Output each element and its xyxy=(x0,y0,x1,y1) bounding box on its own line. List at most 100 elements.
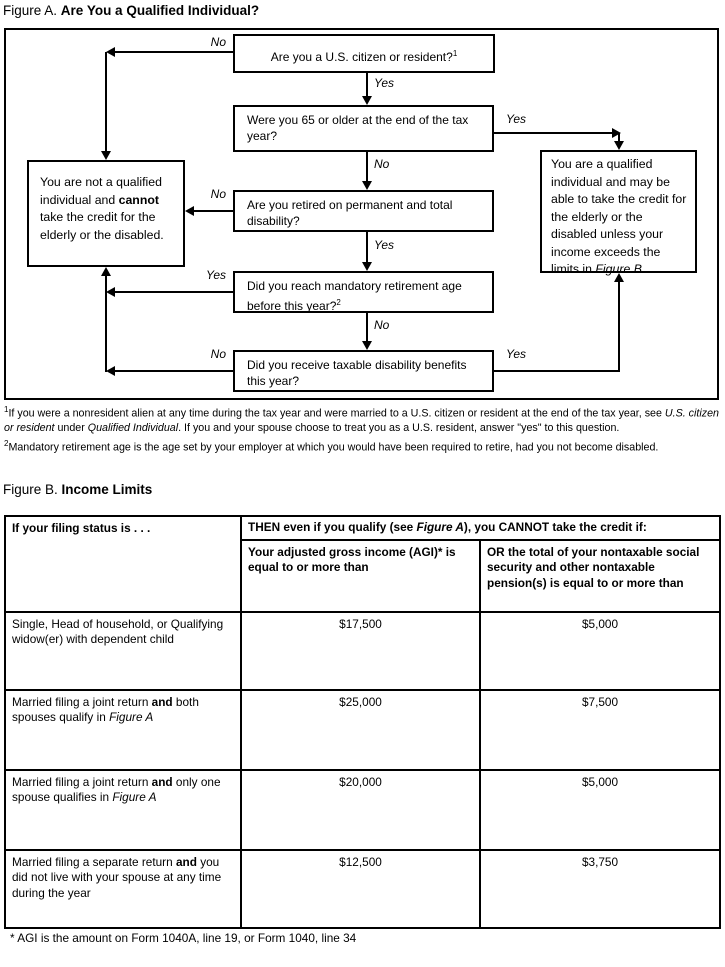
label-no: No xyxy=(210,187,226,201)
filing-status-single: Single, Head of household, or Qualifying… xyxy=(4,610,242,691)
income-limits-table: If your filing status is . . . THEN even… xyxy=(4,515,721,929)
figure-a-footnotes: 1If you were a nonresident alien at any … xyxy=(4,403,722,456)
flow-line xyxy=(194,210,233,212)
row-text: both spouses qualify in xyxy=(12,694,199,725)
flow-line xyxy=(366,152,368,181)
label-no: No xyxy=(374,157,390,171)
header-nontaxable-pension: OR the total of your nontaxable social s… xyxy=(479,538,721,613)
row-text: Married filing a separate return xyxy=(12,854,176,869)
arrow-down-icon xyxy=(614,141,624,150)
row-text: you did not live with your spouse at any… xyxy=(12,854,222,900)
figure-a-heading: Figure A. Are You a Qualified Individual… xyxy=(3,3,259,18)
footnote-ref-1: 1 xyxy=(452,49,458,58)
pension-value: $3,750 xyxy=(479,848,721,929)
figure-b-label: Figure B. xyxy=(3,482,58,497)
row-text: only one spouse qualifies in xyxy=(12,774,221,805)
decision-box-mandatory-retirement: Did you reach mandatory retirement age b… xyxy=(233,271,494,313)
footnote-1-italic-1: U.S. citizen or resident xyxy=(4,407,719,434)
flow-line xyxy=(494,132,612,134)
footnote-ref-2: 2 xyxy=(336,297,341,307)
qualified-individual-flowchart: Are you a U.S. citizen or resident?1 Wer… xyxy=(4,28,719,400)
header-then-qualify: THEN even if you qualify (see Figure A),… xyxy=(240,515,721,541)
not-qualified-text-2: take the credit for the elderly or the d… xyxy=(40,210,164,242)
agi-value: $25,000 xyxy=(240,688,481,771)
result-box-qualified: You are a qualified individual and may b… xyxy=(540,150,697,276)
flow-line xyxy=(105,276,107,372)
label-no: No xyxy=(210,347,226,361)
flow-line xyxy=(115,51,233,53)
table-row: Single, Head of household, or Qualifying… xyxy=(4,610,721,691)
row-text: Married filing a joint return xyxy=(12,694,152,709)
row-figure-a-ref: Figure A xyxy=(109,710,154,724)
flow-line xyxy=(366,313,368,341)
table-row: Married filing a joint return and both s… xyxy=(4,688,721,771)
header-then-text-2: ), you CANNOT take the credit if: xyxy=(463,520,647,534)
filing-status-separate: Married filing a separate return and you… xyxy=(4,848,242,929)
footnote-1-text: If you were a nonresident alien at any t… xyxy=(8,407,665,420)
pension-value: $5,000 xyxy=(479,768,721,851)
table-row: Married filing a joint return and only o… xyxy=(4,768,721,851)
footnote-1-text-3: . If you and your spouse choose to treat… xyxy=(178,421,620,434)
flow-line xyxy=(115,370,233,372)
footnote-1-italic-2: Qualified Individual xyxy=(87,421,179,434)
result-box-not-qualified: You are not a qualified individual and c… xyxy=(27,160,185,267)
flow-line xyxy=(618,282,620,372)
not-qualified-bold: cannot xyxy=(118,192,159,207)
filing-status-mfj-one: Married filing a joint return and only o… xyxy=(4,768,242,851)
footnote-2: 2Mandatory retirement age is the age set… xyxy=(4,437,722,455)
decision-box-age-65: Were you 65 or older at the end of the t… xyxy=(233,105,494,152)
flow-line xyxy=(115,291,233,293)
table-header-row: If your filing status is . . . THEN even… xyxy=(4,515,721,613)
table-row: Married filing a separate return and you… xyxy=(4,848,721,929)
flow-line xyxy=(618,133,620,142)
row-bold: and xyxy=(151,774,173,789)
row-text: Married filing a joint return xyxy=(12,774,152,789)
arrow-left-icon xyxy=(106,47,115,57)
figure-a-title: Are You a Qualified Individual? xyxy=(60,3,260,18)
decision-box-taxable-benefits: Did you receive taxable disability benef… xyxy=(233,350,494,392)
arrow-left-icon xyxy=(106,366,115,376)
decision-box-citizen: Are you a U.S. citizen or resident?1 xyxy=(233,34,495,73)
label-yes: Yes xyxy=(374,76,395,90)
label-yes: Yes xyxy=(205,268,226,282)
decision-box-taxable-benefits-text: Did you receive taxable disability benef… xyxy=(247,358,467,388)
arrow-up-icon xyxy=(614,273,624,282)
arrow-down-icon xyxy=(362,341,372,350)
qualified-text-2: . xyxy=(641,262,646,276)
agi-value: $20,000 xyxy=(240,768,481,851)
footnote-1-text-2: under xyxy=(54,421,88,434)
footnote-1: 1If you were a nonresident alien at any … xyxy=(4,403,722,435)
decision-box-mandatory-retirement-text: Did you reach mandatory retirement age b… xyxy=(247,279,462,313)
arrow-up-icon xyxy=(101,267,111,276)
table-subheader-row: Your adjusted gross income (AGI)* is equ… xyxy=(5,538,721,613)
qualified-figure-b-ref: Figure B xyxy=(595,262,642,276)
label-yes: Yes xyxy=(374,238,395,252)
arrow-down-icon xyxy=(101,151,111,160)
agi-value: $12,500 xyxy=(240,848,481,929)
decision-box-retired-disability: Are you retired on permanent and total d… xyxy=(233,190,494,232)
flow-line xyxy=(494,370,620,372)
label-yes: Yes xyxy=(506,347,527,361)
footnote-1-marker: 1 xyxy=(4,405,9,414)
arrow-down-icon xyxy=(362,262,372,271)
arrow-left-icon xyxy=(185,206,194,216)
arrow-down-icon xyxy=(362,96,372,105)
pension-value: $5,000 xyxy=(479,610,721,691)
figure-b-title: Income Limits xyxy=(61,482,153,497)
row-figure-a-ref: Figure A xyxy=(112,790,157,804)
header-filing-status: If your filing status is . . . xyxy=(4,515,242,613)
decision-box-retired-disability-text: Are you retired on permanent and total d… xyxy=(247,198,453,228)
footnote-2-marker: 2 xyxy=(4,438,9,448)
row-bold: and xyxy=(175,854,197,869)
pension-value: $7,500 xyxy=(479,688,721,771)
flow-line xyxy=(366,73,368,96)
row-bold: and xyxy=(151,694,173,709)
label-yes: Yes xyxy=(506,112,527,126)
flow-line xyxy=(366,232,368,262)
row-text: Single, Head of household, or Qualifying… xyxy=(12,616,224,647)
agi-value: $17,500 xyxy=(240,610,481,691)
label-no: No xyxy=(374,318,390,332)
filing-status-mfj-both: Married filing a joint return and both s… xyxy=(4,688,242,771)
not-qualified-text: You are not a qualified individual and xyxy=(40,175,162,207)
